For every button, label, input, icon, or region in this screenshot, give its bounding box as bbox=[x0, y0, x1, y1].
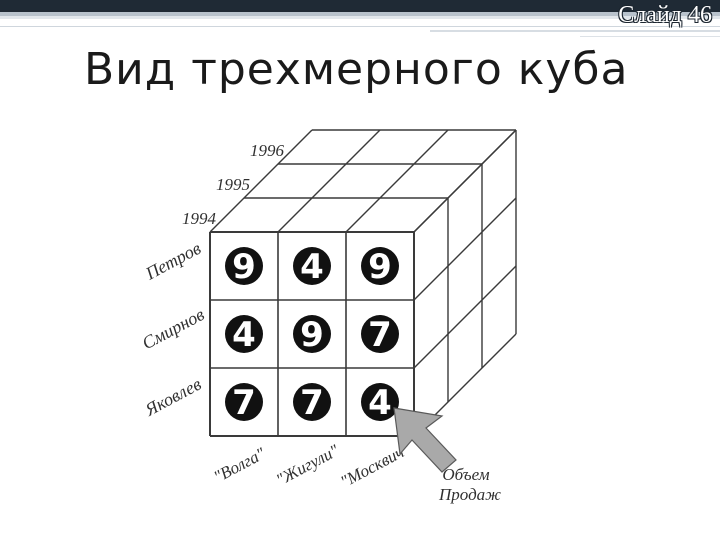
value-label: 9 bbox=[300, 315, 324, 355]
value-label: 4 bbox=[300, 247, 324, 287]
pointer-arrow bbox=[393, 407, 457, 473]
value-circle bbox=[361, 315, 399, 353]
pointer-label-line1: Объем bbox=[442, 465, 489, 484]
value-label: 9 bbox=[368, 247, 392, 287]
value-circle bbox=[225, 247, 263, 285]
car-label: "Жигули" bbox=[273, 440, 343, 489]
value-label: 4 bbox=[232, 315, 256, 355]
top-decor-band: Слайд 46 bbox=[0, 0, 720, 40]
cube-values: 9 4 9 4 9 7 7 7 4 bbox=[225, 247, 399, 423]
slide-number: Слайд 46 bbox=[618, 2, 712, 28]
top-grid-line bbox=[277, 129, 381, 233]
top-grid-line bbox=[209, 129, 313, 233]
value-label: 7 bbox=[232, 383, 256, 423]
salesperson-label: Петров bbox=[141, 238, 204, 284]
car-label: "Волга" bbox=[211, 443, 269, 486]
value-label: 7 bbox=[300, 383, 324, 423]
side-grid-line bbox=[413, 197, 517, 301]
year-label: 1995 bbox=[216, 175, 250, 194]
cube-grid-lines bbox=[209, 129, 517, 437]
value-circle bbox=[361, 247, 399, 285]
value-label: 9 bbox=[232, 247, 256, 287]
value-label: 7 bbox=[368, 315, 392, 355]
year-label: 1996 bbox=[250, 141, 285, 160]
top-grid-line bbox=[345, 129, 449, 233]
value-circle bbox=[361, 383, 399, 421]
value-circle bbox=[225, 383, 263, 421]
value-circle bbox=[225, 315, 263, 353]
value-circle bbox=[293, 383, 331, 421]
side-grid-line bbox=[413, 129, 517, 233]
salesperson-label: Яковлев bbox=[141, 374, 205, 421]
salesperson-label: Смирнов bbox=[139, 304, 208, 353]
value-circle bbox=[293, 247, 331, 285]
band-lines bbox=[0, 0, 720, 37]
side-grid-line bbox=[413, 265, 517, 369]
value-circle bbox=[293, 315, 331, 353]
year-label: 1994 bbox=[182, 209, 217, 228]
pointer-label-line2: Продаж bbox=[438, 485, 501, 504]
slide-title: Вид трехмерного куба bbox=[84, 44, 629, 95]
value-label: 4 bbox=[368, 383, 392, 423]
